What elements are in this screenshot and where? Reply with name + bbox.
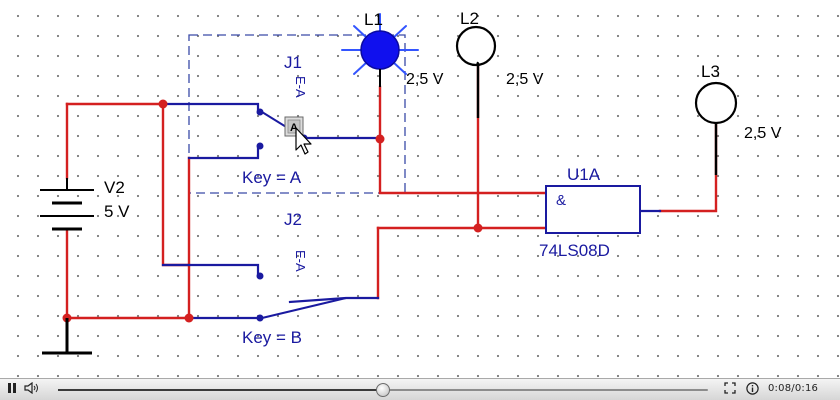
lamp-l2-voltage: 2,5 V xyxy=(506,71,544,88)
seek-bar[interactable] xyxy=(58,383,708,397)
schematic-canvas: L1 2,5 V L2 2,5 V L3 2,5 V J1 E-A Key = … xyxy=(0,0,840,378)
info-icon[interactable] xyxy=(744,382,760,397)
pause-icon[interactable] xyxy=(4,382,20,397)
j1-selection-box xyxy=(188,34,406,194)
lamp-l1-label: L1 xyxy=(364,10,383,29)
lamp-l2[interactable] xyxy=(455,25,497,118)
lamp-l1-lit[interactable] xyxy=(341,13,419,87)
svg-text:A: A xyxy=(290,122,298,134)
switch-j1-label: J1 xyxy=(284,53,302,72)
mouse-cursor-icon xyxy=(295,127,312,155)
lamp-l3-voltage: 2,5 V xyxy=(744,125,782,142)
lamp-l3[interactable] xyxy=(694,81,738,175)
seek-bar-progress xyxy=(58,389,383,391)
fullscreen-icon[interactable] xyxy=(722,382,738,397)
speaker-icon[interactable] xyxy=(24,381,40,397)
seek-thumb[interactable] xyxy=(376,383,390,397)
gate-and-symbol: & xyxy=(556,192,566,209)
circuit-diagram: L1 2,5 V L2 2,5 V L3 2,5 V J1 E-A Key = … xyxy=(40,9,782,355)
switch-j2-key: Key = B xyxy=(242,328,302,347)
video-control-bar: 0:08/0:16 xyxy=(0,378,840,400)
gate-part-label: 74LS08D xyxy=(539,241,610,260)
switch-j1-tag: E-A xyxy=(293,76,308,98)
source-v2-label: V2 xyxy=(104,178,125,197)
playback-time: 0:08/0:16 xyxy=(768,383,819,394)
j2-switch[interactable] xyxy=(256,272,347,322)
source-v2-value: 5 V xyxy=(104,202,130,221)
lamp-l3-label: L3 xyxy=(701,62,720,81)
battery-symbol xyxy=(40,178,94,231)
gate-u1a-label: U1A xyxy=(567,165,601,184)
lamp-l1-voltage: 2,5 V xyxy=(406,71,444,88)
and-gate-u1a[interactable] xyxy=(545,185,641,234)
switch-j2-label: J2 xyxy=(284,210,302,229)
lamp-l2-label: L2 xyxy=(460,9,479,28)
ground-symbol xyxy=(42,318,92,355)
switch-j1-key: Key = A xyxy=(242,168,302,187)
switch-j2-tag: E-A xyxy=(293,250,308,272)
